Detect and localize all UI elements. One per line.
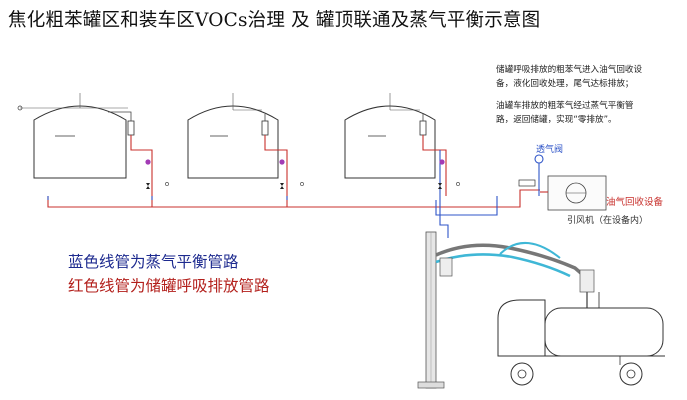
breathing-discharge-lines <box>47 135 540 208</box>
fan-label: 引风机（在设备内） <box>567 214 648 226</box>
note-line-3: 油罐车排放的粗苯气经过蒸气平衡管 <box>496 101 634 111</box>
storage-tank-3 <box>344 93 436 179</box>
vent-connections <box>108 111 424 121</box>
legend-blue-line: 蓝色线管为蒸气平衡管路 <box>68 253 239 271</box>
recovery-device <box>540 175 607 211</box>
loading-arm <box>417 231 600 389</box>
tank-valves <box>145 159 460 189</box>
breather-valve-assembly <box>518 154 544 196</box>
breather-valve-label: 透气阀 <box>536 143 563 155</box>
note-line-1: 储罐呼吸排放的粗苯气进入油气回收设 <box>496 65 643 75</box>
note-line-4: 路，返回储罐，实现“零排放”。 <box>496 115 617 125</box>
note-line-2: 备，液化回收处理，尾气达标排放； <box>496 79 634 89</box>
recovery-device-label: 油气回收设备 <box>606 196 664 208</box>
flame-arrester-1 <box>127 120 135 136</box>
tanker-truck <box>497 299 665 386</box>
diagram-title: 焦化粗苯罐区和装车区VOCs治理 及 罐顶联通及蒸气平衡示意图 <box>8 10 541 31</box>
legend-red-line: 红色线管为储罐呼吸排放管路 <box>68 277 270 295</box>
storage-tank-1 <box>17 93 135 179</box>
